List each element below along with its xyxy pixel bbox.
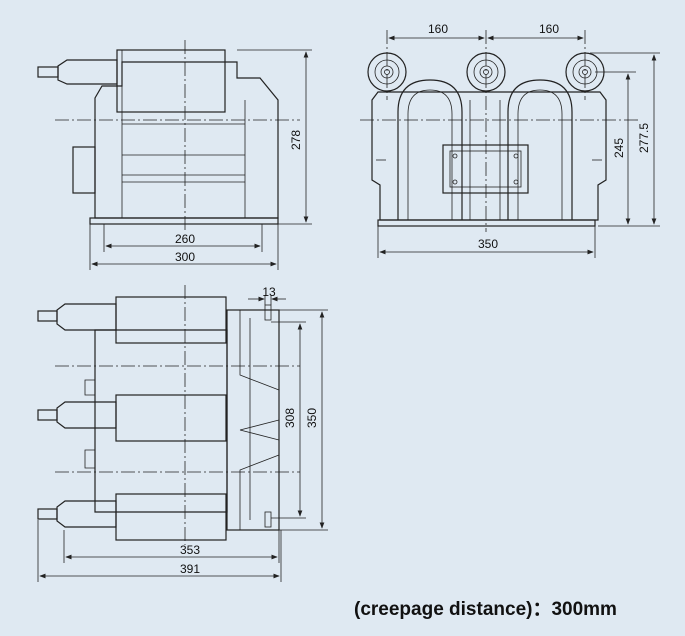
front-dim-pitch-right: 160 bbox=[539, 22, 559, 36]
top-insulator-2 bbox=[37, 394, 227, 442]
side-insulator bbox=[116, 49, 226, 113]
front-dim-width: 350 bbox=[478, 237, 498, 251]
side-view: 278 260 300 bbox=[37, 40, 312, 270]
creepage-caption: (creepage distance)：300mm bbox=[354, 599, 617, 620]
front-arch-right-outer bbox=[507, 79, 573, 220]
top-dim-outer-depth: 350 bbox=[305, 408, 319, 428]
top-dim-outer-length: 391 bbox=[180, 562, 200, 576]
top-dim-inner-length: 353 bbox=[180, 543, 200, 557]
side-body bbox=[94, 61, 279, 219]
top-insulator-3 bbox=[37, 493, 227, 541]
side-dim-inner-width: 260 bbox=[175, 232, 195, 246]
front-arch-left-outer bbox=[397, 79, 463, 220]
top-base-flange bbox=[226, 309, 280, 531]
top-view: 13 308 350 353 391 bbox=[37, 285, 328, 582]
side-dim-height: 278 bbox=[289, 130, 303, 150]
front-nameplate bbox=[442, 144, 529, 194]
front-base-plate bbox=[377, 219, 596, 227]
top-dim-slot: 13 bbox=[262, 285, 276, 299]
top-insulator-1 bbox=[37, 296, 227, 344]
front-dim-height-outer: 277.5 bbox=[637, 123, 651, 153]
front-body bbox=[371, 91, 607, 221]
side-terminal bbox=[37, 66, 59, 78]
side-bushing bbox=[57, 59, 118, 85]
front-dim-pitch-left: 160 bbox=[428, 22, 448, 36]
front-view: 160 160 245 277.5 350 bbox=[360, 22, 660, 258]
front-dim-height-inner: 245 bbox=[612, 138, 626, 158]
side-dim-outer-width: 300 bbox=[175, 250, 195, 264]
top-dim-inner-depth: 308 bbox=[283, 408, 297, 428]
top-body bbox=[94, 329, 228, 513]
side-base-plate bbox=[89, 217, 279, 225]
side-box bbox=[72, 146, 96, 194]
